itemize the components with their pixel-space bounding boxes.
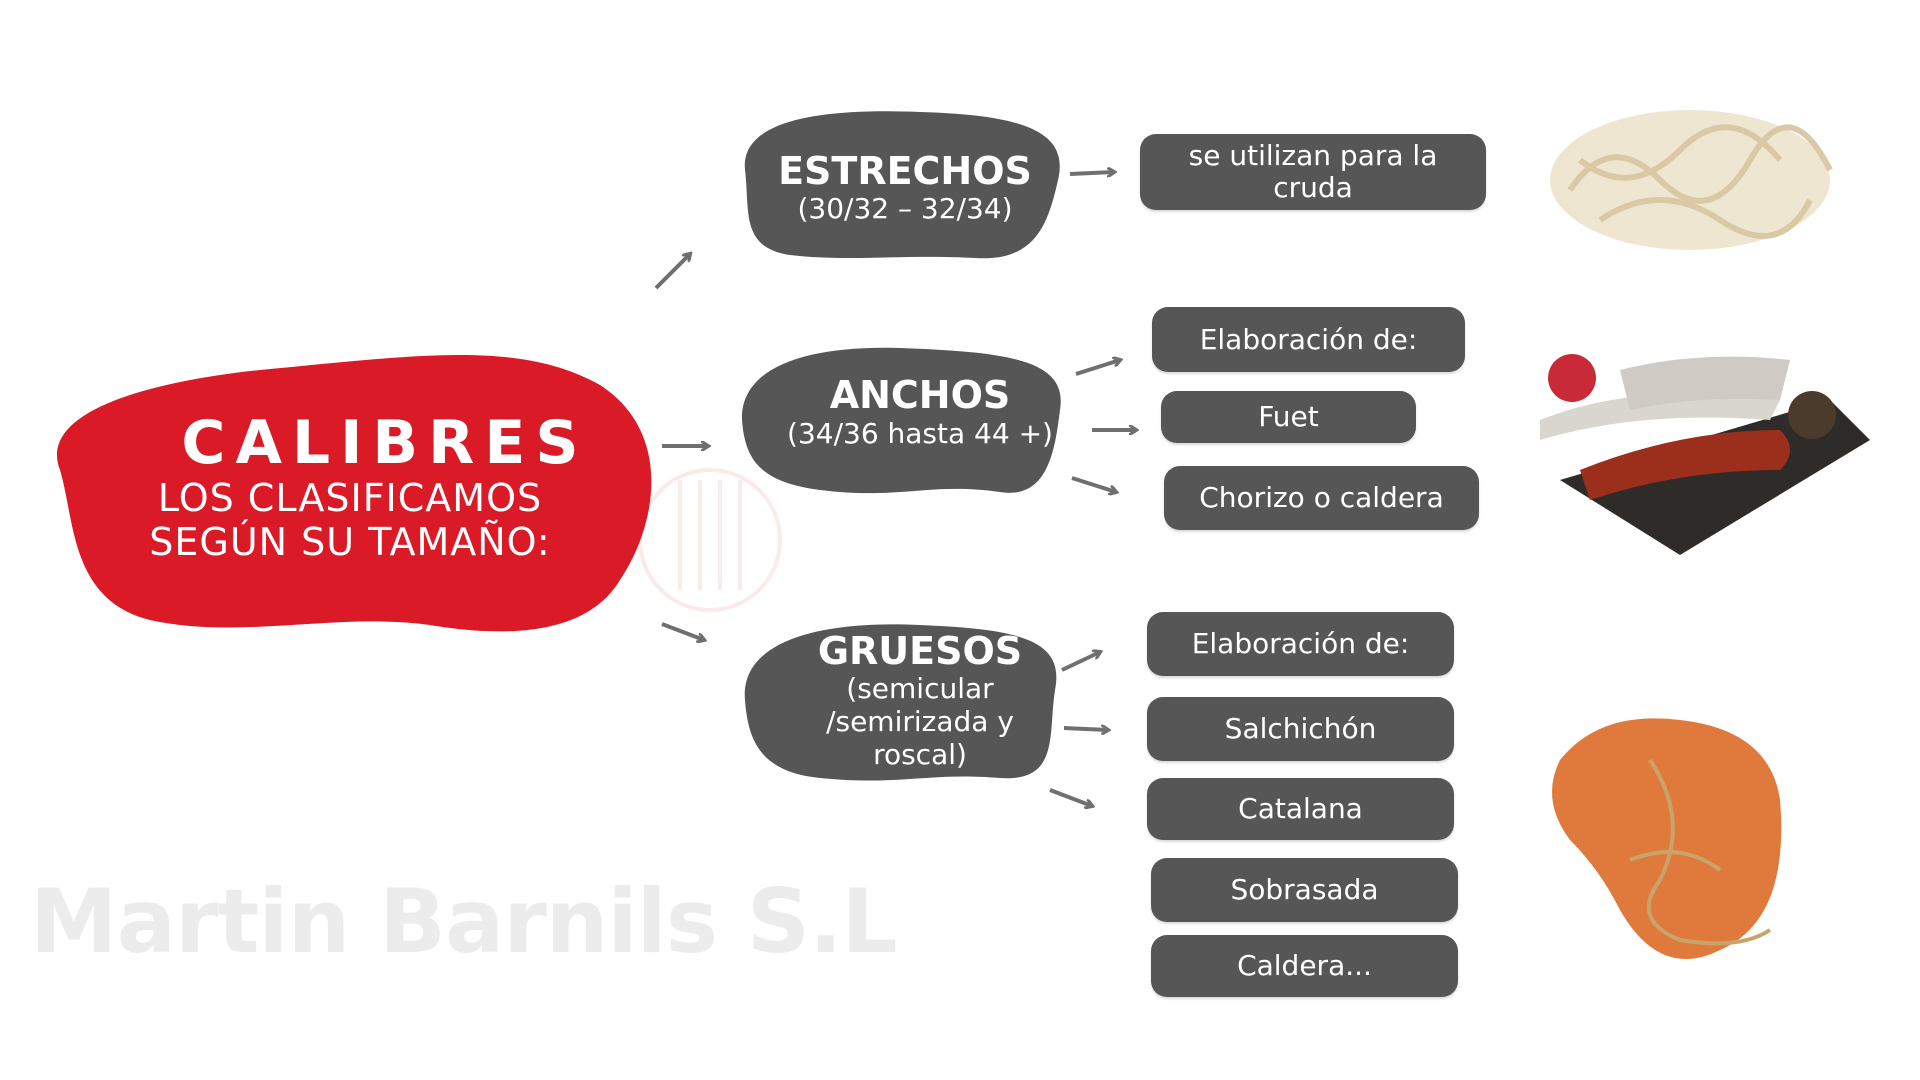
watermark-crest-icon xyxy=(638,468,782,612)
estrechos-label: ESTRECHOS (30/32 – 32/34) xyxy=(760,150,1050,226)
cured-sausages-board-photo xyxy=(1540,354,1870,555)
gruesos-label: GRUESOS (semicular /semirizada y roscal) xyxy=(780,630,1060,771)
gruesos-item-salchichon: Salchichón xyxy=(1147,697,1454,761)
anchos-item-chorizo: Chorizo o caldera xyxy=(1164,466,1479,530)
raw-casing-photo xyxy=(1550,110,1833,250)
watermark: Martin Barnils S.L xyxy=(30,870,898,973)
estrechos-title: ESTRECHOS xyxy=(778,149,1032,193)
gruesos-item-catalana: Catalana xyxy=(1147,778,1454,840)
main-title: CALIBRES xyxy=(181,408,589,478)
gruesos-blob xyxy=(744,624,1057,781)
gruesos-item-elaboracion: Elaboración de: xyxy=(1147,612,1454,676)
gruesos-detail-1: (semicular xyxy=(846,672,994,705)
connector-arrows xyxy=(654,172,1136,806)
gruesos-detail-3: roscal) xyxy=(873,738,967,771)
main-blob-text: CALIBRES LOS CLASIFICAMOS SEGÚN SU TAMAÑ… xyxy=(110,410,590,564)
gruesos-item-sobrasada: Sobrasada xyxy=(1151,858,1458,922)
main-subtitle-line2: SEGÚN SU TAMAÑO: xyxy=(149,520,551,564)
anchos-blob xyxy=(741,347,1061,494)
main-subtitle-line1: LOS CLASIFICAMOS xyxy=(157,476,543,520)
estrechos-blob xyxy=(744,111,1060,259)
main-blob xyxy=(56,355,652,632)
anchos-item-fuet: Fuet xyxy=(1161,391,1416,443)
estrechos-detail: (30/32 – 32/34) xyxy=(797,192,1013,225)
anchos-title: ANCHOS xyxy=(829,373,1011,417)
anchos-label: ANCHOS (34/36 hasta 44 +) xyxy=(770,373,1070,451)
anchos-detail: (34/36 hasta 44 +) xyxy=(787,417,1053,450)
orange-sausage-photo xyxy=(1552,718,1782,959)
anchos-item-elaboracion: Elaboración de: xyxy=(1152,307,1465,372)
gruesos-detail-2: /semirizada y xyxy=(826,705,1014,738)
estrechos-item-cruda: se utilizan para la cruda xyxy=(1140,134,1486,210)
gruesos-item-caldera: Caldera... xyxy=(1151,935,1458,997)
gruesos-title: GRUESOS xyxy=(817,629,1023,673)
